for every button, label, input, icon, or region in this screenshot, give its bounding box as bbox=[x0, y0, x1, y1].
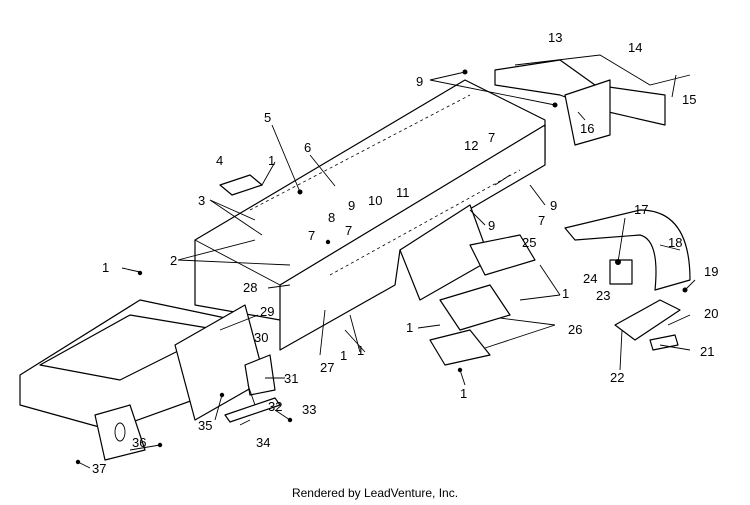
floor-pan-hole bbox=[114, 422, 126, 442]
strap-34 bbox=[224, 397, 281, 423]
callout-24: 24 bbox=[583, 271, 597, 286]
callout-11: 11 bbox=[396, 185, 410, 200]
callout-1-plate: 1 bbox=[268, 153, 275, 168]
footrest-lower bbox=[429, 329, 491, 366]
bumper-handle bbox=[564, 209, 691, 291]
plate-4 bbox=[219, 174, 263, 196]
callout-1-footrest-upper: 1 bbox=[562, 286, 569, 301]
callout-4: 4 bbox=[216, 153, 223, 168]
main-frame bbox=[194, 79, 546, 351]
floor-pan-bracket bbox=[94, 404, 146, 461]
callout-5: 5 bbox=[264, 110, 271, 125]
callout-10: 10 bbox=[368, 193, 382, 208]
callout-7-d: 7 bbox=[538, 213, 545, 228]
rear-bracket-mount bbox=[564, 79, 611, 146]
callout-8: 8 bbox=[328, 210, 335, 225]
callout-9-b: 9 bbox=[348, 198, 355, 213]
callout-25: 25 bbox=[522, 235, 536, 250]
callout-1-frame-mid: 1 bbox=[340, 348, 347, 363]
callout-3: 3 bbox=[198, 193, 205, 208]
callout-2: 2 bbox=[170, 253, 177, 268]
callout-29: 29 bbox=[260, 304, 274, 319]
callout-26: 26 bbox=[568, 322, 582, 337]
callout-16: 16 bbox=[580, 121, 594, 136]
callout-7-b: 7 bbox=[345, 223, 352, 238]
callout-19: 19 bbox=[704, 264, 718, 279]
callout-7-c: 7 bbox=[488, 130, 495, 145]
bumper-tube bbox=[564, 209, 691, 291]
callout-28: 28 bbox=[243, 280, 257, 295]
callout-33: 33 bbox=[302, 402, 316, 417]
callout-9-d: 9 bbox=[488, 218, 495, 233]
callout-37: 37 bbox=[92, 461, 106, 476]
callout-32: 32 bbox=[268, 399, 282, 414]
fasteners bbox=[75, 69, 688, 465]
callout-18: 18 bbox=[668, 235, 682, 250]
callout-1-floor: 1 bbox=[102, 260, 109, 275]
footrest-middle bbox=[439, 284, 511, 331]
frame-hidden-line bbox=[249, 94, 471, 211]
callout-12: 12 bbox=[464, 138, 478, 153]
callout-22: 22 bbox=[610, 370, 624, 385]
callout-20: 20 bbox=[704, 306, 718, 321]
callout-17: 17 bbox=[634, 202, 648, 217]
callout-9-c: 9 bbox=[550, 198, 557, 213]
callout-7-a: 7 bbox=[308, 228, 315, 243]
callout-36: 36 bbox=[132, 435, 146, 450]
floor-pan bbox=[19, 299, 266, 461]
callout-14: 14 bbox=[628, 40, 642, 55]
frame-dash-row bbox=[329, 169, 521, 276]
callout-6: 6 bbox=[304, 140, 311, 155]
callout-34: 34 bbox=[256, 435, 270, 450]
footrests bbox=[429, 234, 536, 366]
callout-1-footrest-mid: 1 bbox=[406, 320, 413, 335]
credit-line: Rendered by LeadVenture, Inc. bbox=[291, 486, 459, 500]
callout-21: 21 bbox=[700, 344, 714, 359]
callout-15: 15 bbox=[682, 92, 696, 107]
hitch-pad bbox=[649, 334, 679, 351]
callout-30: 30 bbox=[254, 330, 268, 345]
hitch bbox=[614, 299, 681, 351]
hitch-bar bbox=[614, 299, 681, 341]
rear-cable bbox=[514, 54, 691, 86]
callout-31: 31 bbox=[284, 371, 298, 386]
leader-lines bbox=[77, 71, 696, 469]
callout-9-a: 9 bbox=[416, 74, 423, 89]
footrest-upper bbox=[469, 234, 536, 276]
bumper-plate bbox=[609, 259, 633, 285]
callout-1-footrest-low: 1 bbox=[460, 386, 467, 401]
callout-1-frame-low: 1 bbox=[357, 343, 364, 358]
callout-27: 27 bbox=[320, 360, 334, 375]
callout-13: 13 bbox=[548, 30, 562, 45]
callout-labels: 1 1 1 1 1 1 2 3 4 5 6 7 7 7 7 8 9 9 9 9 … bbox=[92, 30, 718, 476]
rear-bracket bbox=[494, 54, 691, 146]
callout-23: 23 bbox=[596, 288, 610, 303]
callout-35: 35 bbox=[198, 418, 212, 433]
